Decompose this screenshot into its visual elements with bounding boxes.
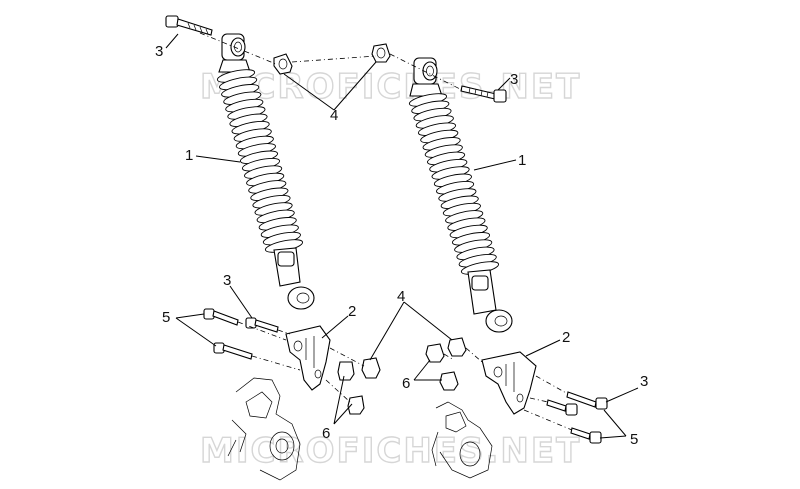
top-right-bolt bbox=[460, 85, 507, 103]
top-left-bolt bbox=[165, 15, 213, 36]
left-shock-absorber bbox=[216, 33, 315, 310]
callout-2-right: 2 bbox=[562, 329, 570, 346]
right-shock-absorber bbox=[408, 57, 513, 333]
callout-4-top: 4 bbox=[330, 107, 338, 124]
callout-3-top-right: 3 bbox=[510, 71, 518, 88]
top-left-bushing bbox=[273, 53, 293, 75]
left-lower-bolts bbox=[203, 308, 279, 360]
callout-4-lower: 4 bbox=[397, 288, 405, 305]
callout-2-left: 2 bbox=[348, 303, 356, 320]
callout-6-right: 6 bbox=[402, 375, 410, 392]
callout-1-left-shock: 1 bbox=[185, 147, 193, 164]
left-lower-bushings bbox=[337, 357, 381, 415]
right-swingarm-fragment bbox=[431, 401, 493, 479]
callout-1-right-shock: 1 bbox=[518, 152, 526, 169]
watermark-bottom: MICROFICHES.NET bbox=[200, 431, 581, 471]
top-right-bushing bbox=[371, 43, 391, 63]
callout-3-lower-right: 3 bbox=[640, 373, 648, 390]
callout-6-left: 6 bbox=[322, 425, 330, 442]
callout-3-top-left: 3 bbox=[155, 43, 163, 60]
right-lower-bushings bbox=[425, 337, 467, 391]
left-bracket bbox=[285, 325, 331, 391]
left-swingarm-fragment bbox=[227, 377, 301, 481]
callout-5-left: 5 bbox=[162, 309, 170, 326]
callout-3-lower-left: 3 bbox=[223, 272, 231, 289]
right-lower-bolts bbox=[546, 391, 608, 444]
right-bracket bbox=[481, 351, 537, 415]
callout-leaders bbox=[165, 33, 639, 439]
callout-5-right: 5 bbox=[630, 431, 638, 448]
